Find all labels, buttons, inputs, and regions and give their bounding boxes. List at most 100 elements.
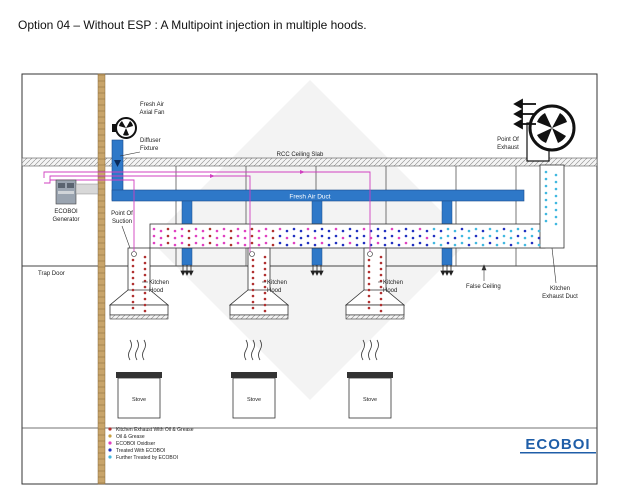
particle-dot [131,294,135,298]
particle-dot [554,180,558,184]
particle-dot [131,258,135,262]
kitchen-hood-2-label-1: Kitchen [267,280,287,286]
particle-dot [222,234,226,238]
particle-dot [554,215,558,219]
particle-dot [341,229,345,233]
particle-dot [362,234,366,238]
kitchen-hood-2 [228,247,290,320]
stove-3-label: Stove [363,397,377,403]
particle-dot [285,229,289,233]
particle-dot [313,236,317,240]
particle-dot [554,201,558,205]
particle-dot [159,229,163,233]
particle-dot [544,219,548,223]
particle-dot [355,236,359,240]
particle-dot [379,303,383,307]
particle-dot [446,241,450,245]
ecoboi-generator-label-2: Generator [52,217,79,223]
particle-dot [299,229,303,233]
fresh-air-fan-label-2: Axial Fan [139,110,164,116]
particle-dot [418,227,422,231]
stove-2-label: Stove [247,397,261,403]
particle-dot [250,234,254,238]
particle-dot [201,243,205,247]
legend-label: Further Treated by ECOBOI [116,455,178,461]
particle-dot [215,243,219,247]
particle-dot [544,191,548,195]
particle-dot [474,241,478,245]
particle-dot [516,241,520,245]
particle-dot [250,241,254,245]
legend-label: Oil & Grease [116,434,145,440]
particle-dot [404,234,408,238]
particle-dot [432,227,436,231]
particle-dot [180,241,184,245]
particle-dot [251,282,255,286]
particle-dot [530,227,534,231]
particle-dot [327,229,331,233]
particle-dot [334,241,338,245]
particle-dot [355,243,359,247]
particle-dot [509,229,513,233]
particle-dot [502,241,506,245]
particle-dot [379,273,383,277]
fresh-air-duct-label: Fresh Air Duct [289,194,330,201]
particle-dot [379,279,383,283]
particle-dot [367,282,371,286]
particle-dot [263,255,267,259]
particle-dot [523,229,527,233]
particle-dot [404,227,408,231]
particle-dot [143,279,147,283]
legend-label: ECOBOI Oxidiser [116,441,156,447]
particle-dot [229,236,233,240]
particle-dot [131,300,135,304]
particle-dot [488,227,492,231]
particle-dot [236,234,240,238]
rcc-slab-label: RCC Ceiling Slab [277,152,324,158]
particle-dot [367,264,371,268]
particle-dot [446,234,450,238]
particle-dot [320,227,324,231]
particle-dot [194,234,198,238]
particle-dot [313,229,317,233]
kitchen-hood-3-label-1: Kitchen [383,280,403,286]
legend-marker [108,448,112,452]
particle-dot [320,234,324,238]
particle-dot [467,236,471,240]
particle-dot [320,241,324,245]
particle-dot [131,276,135,280]
particle-dot [418,241,422,245]
particle-dot [306,234,310,238]
stove-1-label: Stove [132,397,146,403]
particle-dot [554,173,558,177]
particle-dot [502,234,506,238]
particle-dot [292,241,296,245]
particle-dot [411,243,415,247]
particle-dot [166,227,170,231]
particle-dot [432,241,436,245]
diffuser-label-1: Diffuser [140,138,161,144]
particle-dot [143,261,147,265]
fresh-air-fan-label-1: Fresh Air [140,102,164,108]
diagram-heading: Option 04 – Without ESP : A Multipoint i… [18,18,367,32]
particle-dot [530,234,534,238]
particle-dot [257,243,261,247]
particle-dot [306,227,310,231]
kitchen-hood-1 [108,247,170,320]
particle-dot [152,227,156,231]
particle-dot [250,227,254,231]
exhaust-duct [149,223,546,249]
particle-dot [495,229,499,233]
particle-dot [446,227,450,231]
particle-dot [379,255,383,259]
particle-dot [554,208,558,212]
particle-dot [180,234,184,238]
particle-dot [251,306,255,310]
particle-dot [131,264,135,268]
legend-marker [108,427,112,431]
diagram-frame [21,73,598,485]
particle-dot [379,267,383,271]
particle-dot [516,234,520,238]
particle-dot [481,229,485,233]
particle-dot [236,227,240,231]
